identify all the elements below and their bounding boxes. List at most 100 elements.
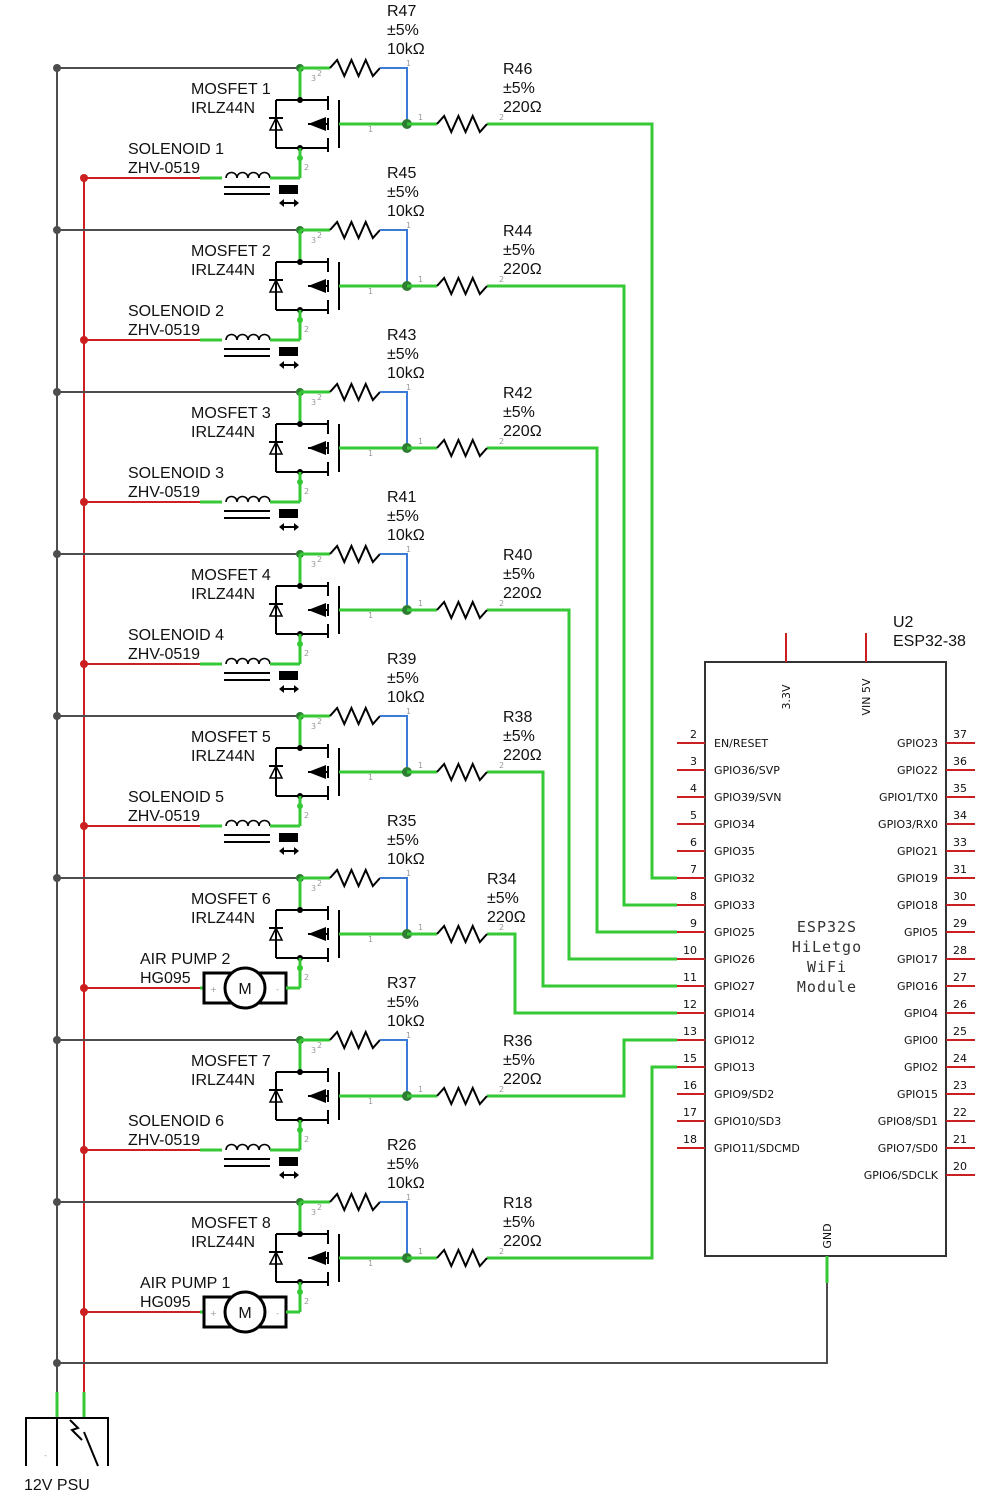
- pump-motor-glyph: M: [238, 1305, 251, 1322]
- mosfet-diode: [268, 1088, 284, 1103]
- gate-resistor-val: 220Ω: [503, 747, 542, 764]
- mosfet-part: IRLZ44N: [191, 1072, 255, 1089]
- pin-mark: 2: [499, 599, 504, 608]
- esp32-top-pin-label: 3.3V: [780, 684, 793, 709]
- esp32-pin-name: GPIO25: [714, 926, 755, 939]
- pump-minus: -: [276, 1309, 279, 1318]
- pump-plus: +: [210, 985, 217, 994]
- pin-mark: 1: [406, 1193, 411, 1202]
- esp32-pin-number: 35: [953, 782, 967, 795]
- esp32-pin-number: 30: [953, 890, 967, 903]
- esp32-pin-name: GPIO16: [897, 980, 938, 993]
- esp32-part: ESP32-38: [893, 633, 966, 650]
- esp32-pin-number: 22: [953, 1106, 967, 1119]
- pulldown-resistor: [329, 705, 381, 727]
- solenoid-plunger: [279, 347, 298, 356]
- pin-mark: 1: [418, 599, 423, 608]
- esp32-pin-name: GPIO11/SDCMD: [714, 1142, 800, 1155]
- pin-mark: 2: [499, 1085, 504, 1094]
- esp32-pin-name: GPIO23: [897, 737, 938, 750]
- load-part: ZHV-0519: [128, 484, 200, 501]
- load-ref: SOLENOID 4: [128, 627, 224, 644]
- solenoid-arrow-left: [279, 1171, 284, 1179]
- gate-resistor-ref: R34: [487, 871, 516, 888]
- pull-resistor-ref: R37: [387, 975, 416, 992]
- pin-mark: 2: [317, 879, 322, 888]
- gate-resistor: [436, 437, 488, 459]
- psu-pin-b: [83, 1431, 99, 1467]
- gate-resistor-val: 220Ω: [503, 1233, 542, 1250]
- esp32-pin-name: GPIO35: [714, 845, 755, 858]
- esp32-body-text: ESP32S: [797, 918, 857, 936]
- drain-node: [297, 803, 303, 809]
- solenoid-coil: [225, 495, 271, 503]
- pull-resistor-ref: R45: [387, 165, 416, 182]
- pin-mark: 2: [317, 69, 322, 78]
- supply-junction: [80, 336, 88, 344]
- pin-mark: 1: [406, 707, 411, 716]
- esp32-pin-name: GPIO8/SD1: [878, 1115, 938, 1128]
- esp32-pin-number: 2: [690, 728, 697, 741]
- esp32-pin-name: GPIO10/SD3: [714, 1115, 781, 1128]
- pull-to-gate: [380, 715, 408, 772]
- drain-node: [297, 1127, 303, 1133]
- pull-resistor-tol: ±5%: [387, 1156, 419, 1173]
- esp32-pin-number: 9: [690, 917, 697, 930]
- pin-mark: 3: [311, 1208, 316, 1217]
- pin-mark: 2: [499, 1247, 504, 1256]
- esp32-pin-number: 31: [953, 863, 967, 876]
- esp32-pin-number: 20: [953, 1160, 967, 1173]
- gate-resistor-val: 220Ω: [503, 585, 542, 602]
- esp32-pin-number: 18: [683, 1133, 697, 1146]
- gate-resistor-ref: R38: [503, 709, 532, 726]
- mosfet-diode: [268, 1250, 284, 1265]
- gate-resistor-ref: R36: [503, 1033, 532, 1050]
- load-ref: SOLENOID 1: [128, 141, 224, 158]
- mosfet-node: [297, 1069, 303, 1075]
- esp32-pin-number: 33: [953, 836, 967, 849]
- psu-label: 12V PSU: [24, 1477, 90, 1494]
- pin-mark: 2: [304, 973, 309, 982]
- esp32-pin-name: GPIO3/RX0: [878, 818, 938, 831]
- esp32-pin-name: GPIO19: [897, 872, 938, 885]
- esp32-pin-number: 11: [683, 971, 697, 984]
- load-part: ZHV-0519: [128, 160, 200, 177]
- esp32-pin-name: GPIO6/SDCLK: [864, 1169, 939, 1182]
- pull-resistor-val: 10kΩ: [387, 1175, 425, 1192]
- pin-mark: 1: [368, 449, 373, 458]
- pin-mark: 2: [304, 1297, 309, 1306]
- mosfet-node: [297, 259, 303, 265]
- solenoid-arrow-left: [279, 847, 284, 855]
- solenoid-arrow-right: [294, 361, 299, 369]
- load-part: ZHV-0519: [128, 646, 200, 663]
- pull-resistor-ref: R39: [387, 651, 416, 668]
- mosfet-ref: MOSFET 8: [191, 1215, 271, 1232]
- pin-mark: 2: [317, 393, 322, 402]
- pin-mark: 3: [311, 560, 316, 569]
- gate-resistor-tol: ±5%: [487, 890, 519, 907]
- mosfet-diode: [268, 440, 284, 455]
- esp32-pin-name: GPIO4: [904, 1007, 938, 1020]
- solenoid-coil: [225, 819, 271, 827]
- mosfet-ref: MOSFET 5: [191, 729, 271, 746]
- gate-resistor-val: 220Ω: [503, 1071, 542, 1088]
- pin-mark: 2: [304, 487, 309, 496]
- load-ref: SOLENOID 6: [128, 1113, 224, 1130]
- gate-resistor-tol: ±5%: [503, 242, 535, 259]
- supply-junction: [80, 984, 88, 992]
- ground-junction: [53, 1198, 61, 1206]
- gate-resistor: [436, 113, 488, 135]
- pull-to-gate: [380, 391, 408, 448]
- esp32-pin-number: 13: [683, 1025, 697, 1038]
- load-part: ZHV-0519: [128, 808, 200, 825]
- supply-junction: [80, 498, 88, 506]
- solenoid-arrow-right: [294, 847, 299, 855]
- solenoid-arrow-right: [294, 685, 299, 693]
- pin-mark: 3: [311, 236, 316, 245]
- pin-mark: 2: [304, 325, 309, 334]
- pin-mark: 3: [311, 722, 316, 731]
